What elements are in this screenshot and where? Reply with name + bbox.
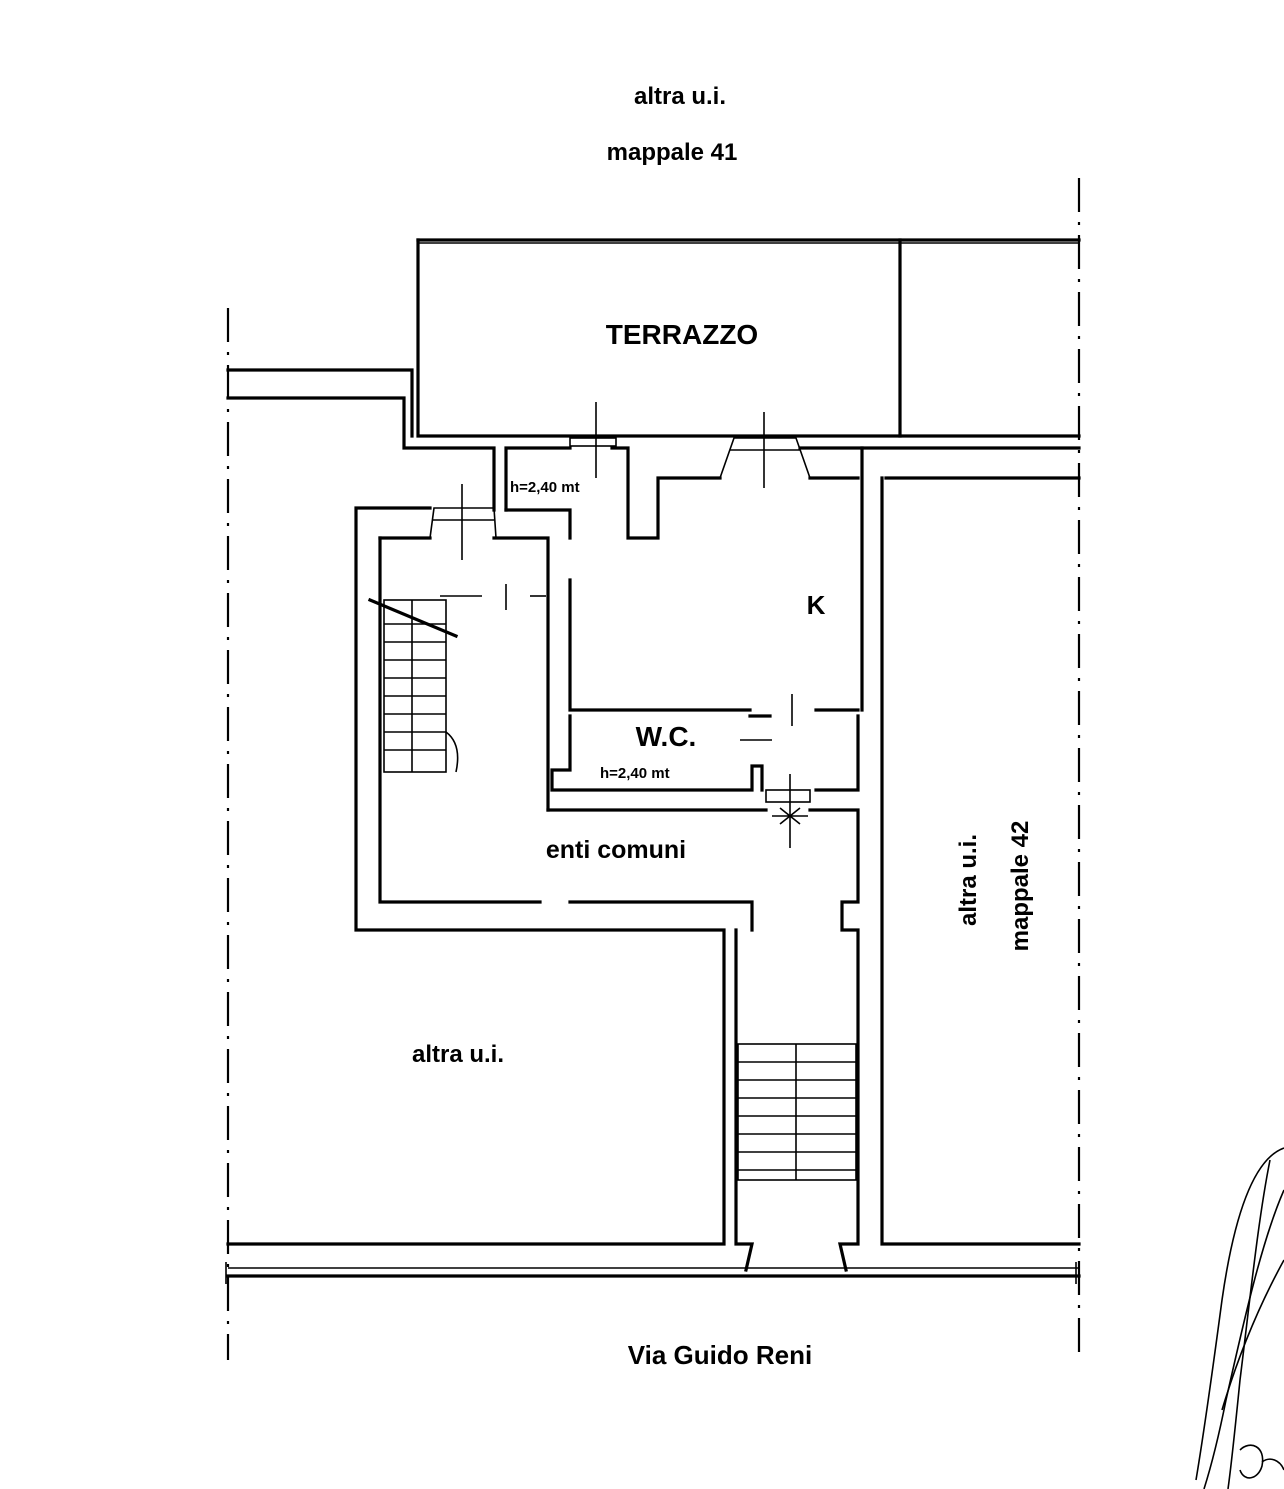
west-stair [367, 597, 459, 773]
apartment-walls [225, 446, 1081, 1284]
boundary-lines [226, 178, 1081, 1360]
north-parcel-label: mappale 41 [607, 139, 738, 166]
height-label-wc: h=2,40 mt [600, 765, 670, 782]
southwest-unit-label: altra u.i. [412, 1041, 504, 1068]
terrace-outline [416, 238, 1081, 438]
kitchen-label: K [807, 590, 826, 620]
east-unit-label: altra u.i. [955, 834, 982, 926]
wc-label: W.C. [636, 721, 697, 752]
signature-icon [1195, 1147, 1284, 1489]
openings [429, 402, 811, 848]
common-stair [737, 1043, 857, 1181]
street-label: Via Guido Reni [628, 1340, 812, 1370]
common-areas-label: enti comuni [546, 836, 686, 864]
north-unit-label: altra u.i. [634, 83, 726, 110]
east-parcel-label: mappale 42 [1007, 821, 1034, 952]
west-strip [226, 368, 496, 512]
terrace-label: TERRAZZO [606, 319, 758, 350]
height-label-upper: h=2,40 mt [510, 479, 580, 496]
